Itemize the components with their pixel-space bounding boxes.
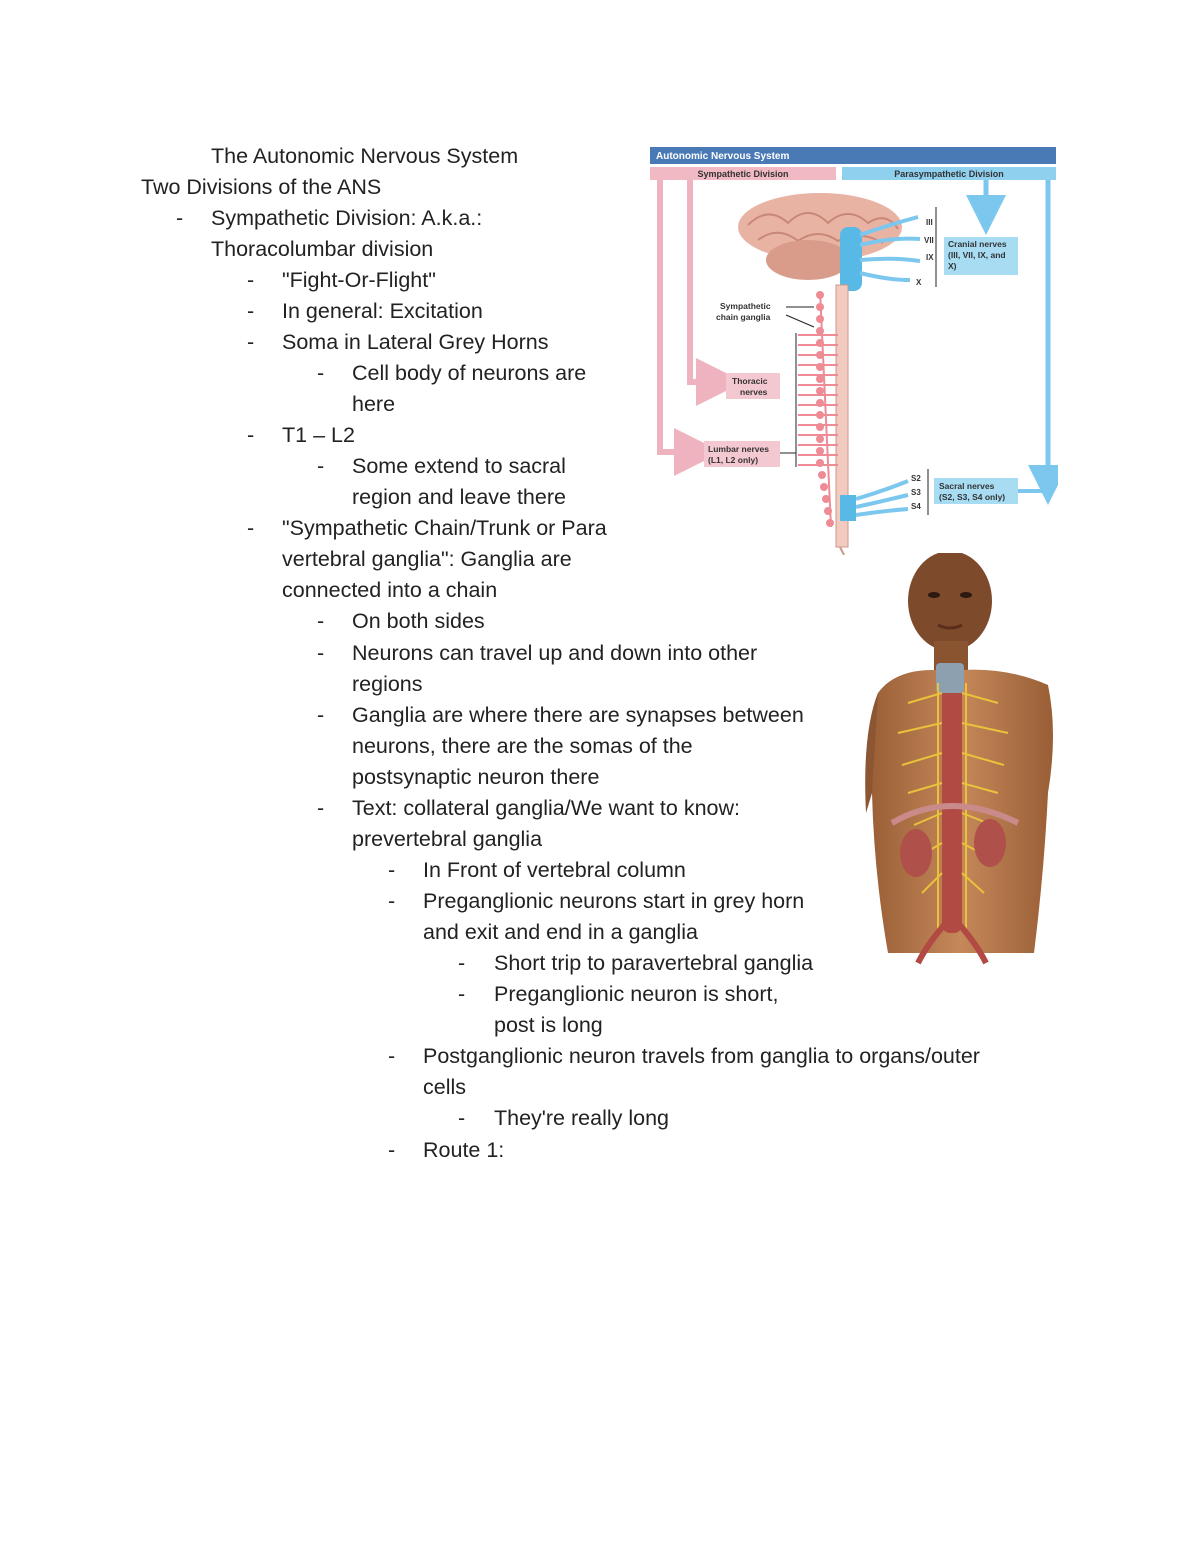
label-vii: VII xyxy=(924,236,934,245)
bullet-dash: - xyxy=(317,361,325,385)
list-item: In Front of vertebral column xyxy=(423,858,686,882)
list-item: Preganglionic neurons start in grey horn xyxy=(423,889,805,913)
bullet-dash: - xyxy=(317,703,325,727)
bullet-dash: - xyxy=(247,268,255,292)
sacral-nerves-label: (S2, S3, S4 only) xyxy=(939,492,1005,502)
label-s3: S3 xyxy=(911,488,921,497)
bullet-dash: - xyxy=(247,299,255,323)
thoracic-nerves-box xyxy=(726,373,780,399)
list-item: On both sides xyxy=(352,609,485,633)
list-item: "Fight-Or-Flight" xyxy=(282,268,436,292)
thoracolumbar-nerves xyxy=(798,334,838,466)
list-item: here xyxy=(352,392,396,416)
bullet-dash: - xyxy=(388,858,396,882)
list-item: vertebral ganglia": Ganglia are xyxy=(282,547,572,571)
list-item: connected into a chain xyxy=(282,578,498,602)
bullet-dash: - xyxy=(247,516,255,540)
head xyxy=(908,553,992,651)
thoracic-nerves-label: nerves xyxy=(740,387,768,397)
list-item: Neurons can travel up and down into othe… xyxy=(352,641,758,665)
list-item: postsynaptic neuron there xyxy=(352,765,600,789)
diagram-banner-title: Autonomic Nervous System xyxy=(656,151,789,162)
left-kidney xyxy=(900,829,932,877)
list-item: prevertebral ganglia xyxy=(352,827,543,851)
list-item: They're really long xyxy=(494,1106,669,1130)
cranial-nerves-label: Cranial nerves xyxy=(948,239,1007,249)
label-iii: III xyxy=(926,218,933,227)
list-item: post is long xyxy=(494,1013,603,1037)
lumbar-nerves-label: (L1, L2 only) xyxy=(708,455,758,465)
sacral-outflow xyxy=(840,495,856,521)
list-item: and exit and end in a ganglia xyxy=(423,920,698,944)
list-item: T1 – L2 xyxy=(282,423,355,447)
bullet-dash: - xyxy=(317,609,325,633)
list-item: region and leave there xyxy=(352,485,566,509)
bullet-dash: - xyxy=(458,1106,466,1130)
list-item: Preganglionic neuron is short, xyxy=(494,982,779,1006)
right-kidney xyxy=(974,819,1006,867)
bullet-dash: - xyxy=(317,796,325,820)
bullet-dash: - xyxy=(458,951,466,975)
list-item: Sympathetic Division: A.k.a.: xyxy=(211,206,483,230)
list-item: Postganglionic neuron travels from gangl… xyxy=(423,1044,980,1068)
heading-two-divisions: Two Divisions of the ANS xyxy=(141,175,382,199)
bullet-dash: - xyxy=(388,1138,396,1162)
list-item: regions xyxy=(352,672,423,696)
label-s2: S2 xyxy=(911,474,921,483)
label-x: X xyxy=(916,278,922,287)
sacral-nerves-label: Sacral nerves xyxy=(939,481,995,491)
brainstem-cranial-outflow xyxy=(840,227,862,291)
list-item: Text: collateral ganglia/We want to know… xyxy=(352,796,740,820)
bullet-dash: - xyxy=(317,641,325,665)
bullet-dash: - xyxy=(388,889,396,913)
bullet-dash: - xyxy=(458,982,466,1006)
sympathetic-header xyxy=(650,167,836,180)
bullet-dash: - xyxy=(247,330,255,354)
sympathetic-header-label: Sympathetic Division xyxy=(697,169,788,179)
bullet-dash: - xyxy=(176,206,184,230)
parasympathetic-header xyxy=(842,167,1056,180)
cranial-nerves-label: (III, VII, IX, and xyxy=(948,250,1006,260)
list-item: Route 1: xyxy=(423,1138,505,1162)
sacral-nerves-box xyxy=(934,478,1018,504)
list-item: Ganglia are where there are synapses bet… xyxy=(352,703,804,727)
list-item: Soma in Lateral Grey Horns xyxy=(282,330,549,354)
cranial-nerves-label: X) xyxy=(948,261,957,271)
thoracic-nerves-label: Thoracic xyxy=(732,376,768,386)
torso-anatomy-illustration xyxy=(865,553,1053,965)
list-item: Some extend to sacral xyxy=(352,454,566,478)
list-item: Thoracolumbar division xyxy=(211,237,434,261)
list-item: "Sympathetic Chain/Trunk or Para xyxy=(282,516,607,540)
label-ix: IX xyxy=(926,253,934,262)
cranial-nerves-box xyxy=(944,237,1018,275)
list-item: Short trip to paravertebral ganglia xyxy=(494,951,814,975)
bullet-dash: - xyxy=(247,423,255,447)
bullet-dash: - xyxy=(317,454,325,478)
list-item: neurons, there are the somas of the xyxy=(352,734,693,758)
diagram-banner xyxy=(650,147,1056,164)
list-item: In general: Excitation xyxy=(282,299,483,323)
doc-title: The Autonomic Nervous System xyxy=(211,144,519,168)
list-item: cells xyxy=(423,1075,467,1099)
ans-diagram: Autonomic Nervous System Sympathetic Div… xyxy=(650,147,1058,555)
lumbar-nerves-label: Lumbar nerves xyxy=(708,444,769,454)
bullet-dash: - xyxy=(388,1044,396,1068)
parasympathetic-header-label: Parasympathetic Division xyxy=(894,169,1004,179)
label-s4: S4 xyxy=(911,502,921,511)
list-item: Cell body of neurons are xyxy=(352,361,587,385)
chain-ganglia-label: Sympathetic xyxy=(720,301,771,311)
lumbar-nerves-box xyxy=(704,441,780,467)
chain-ganglia-label: chain ganglia xyxy=(716,312,771,322)
